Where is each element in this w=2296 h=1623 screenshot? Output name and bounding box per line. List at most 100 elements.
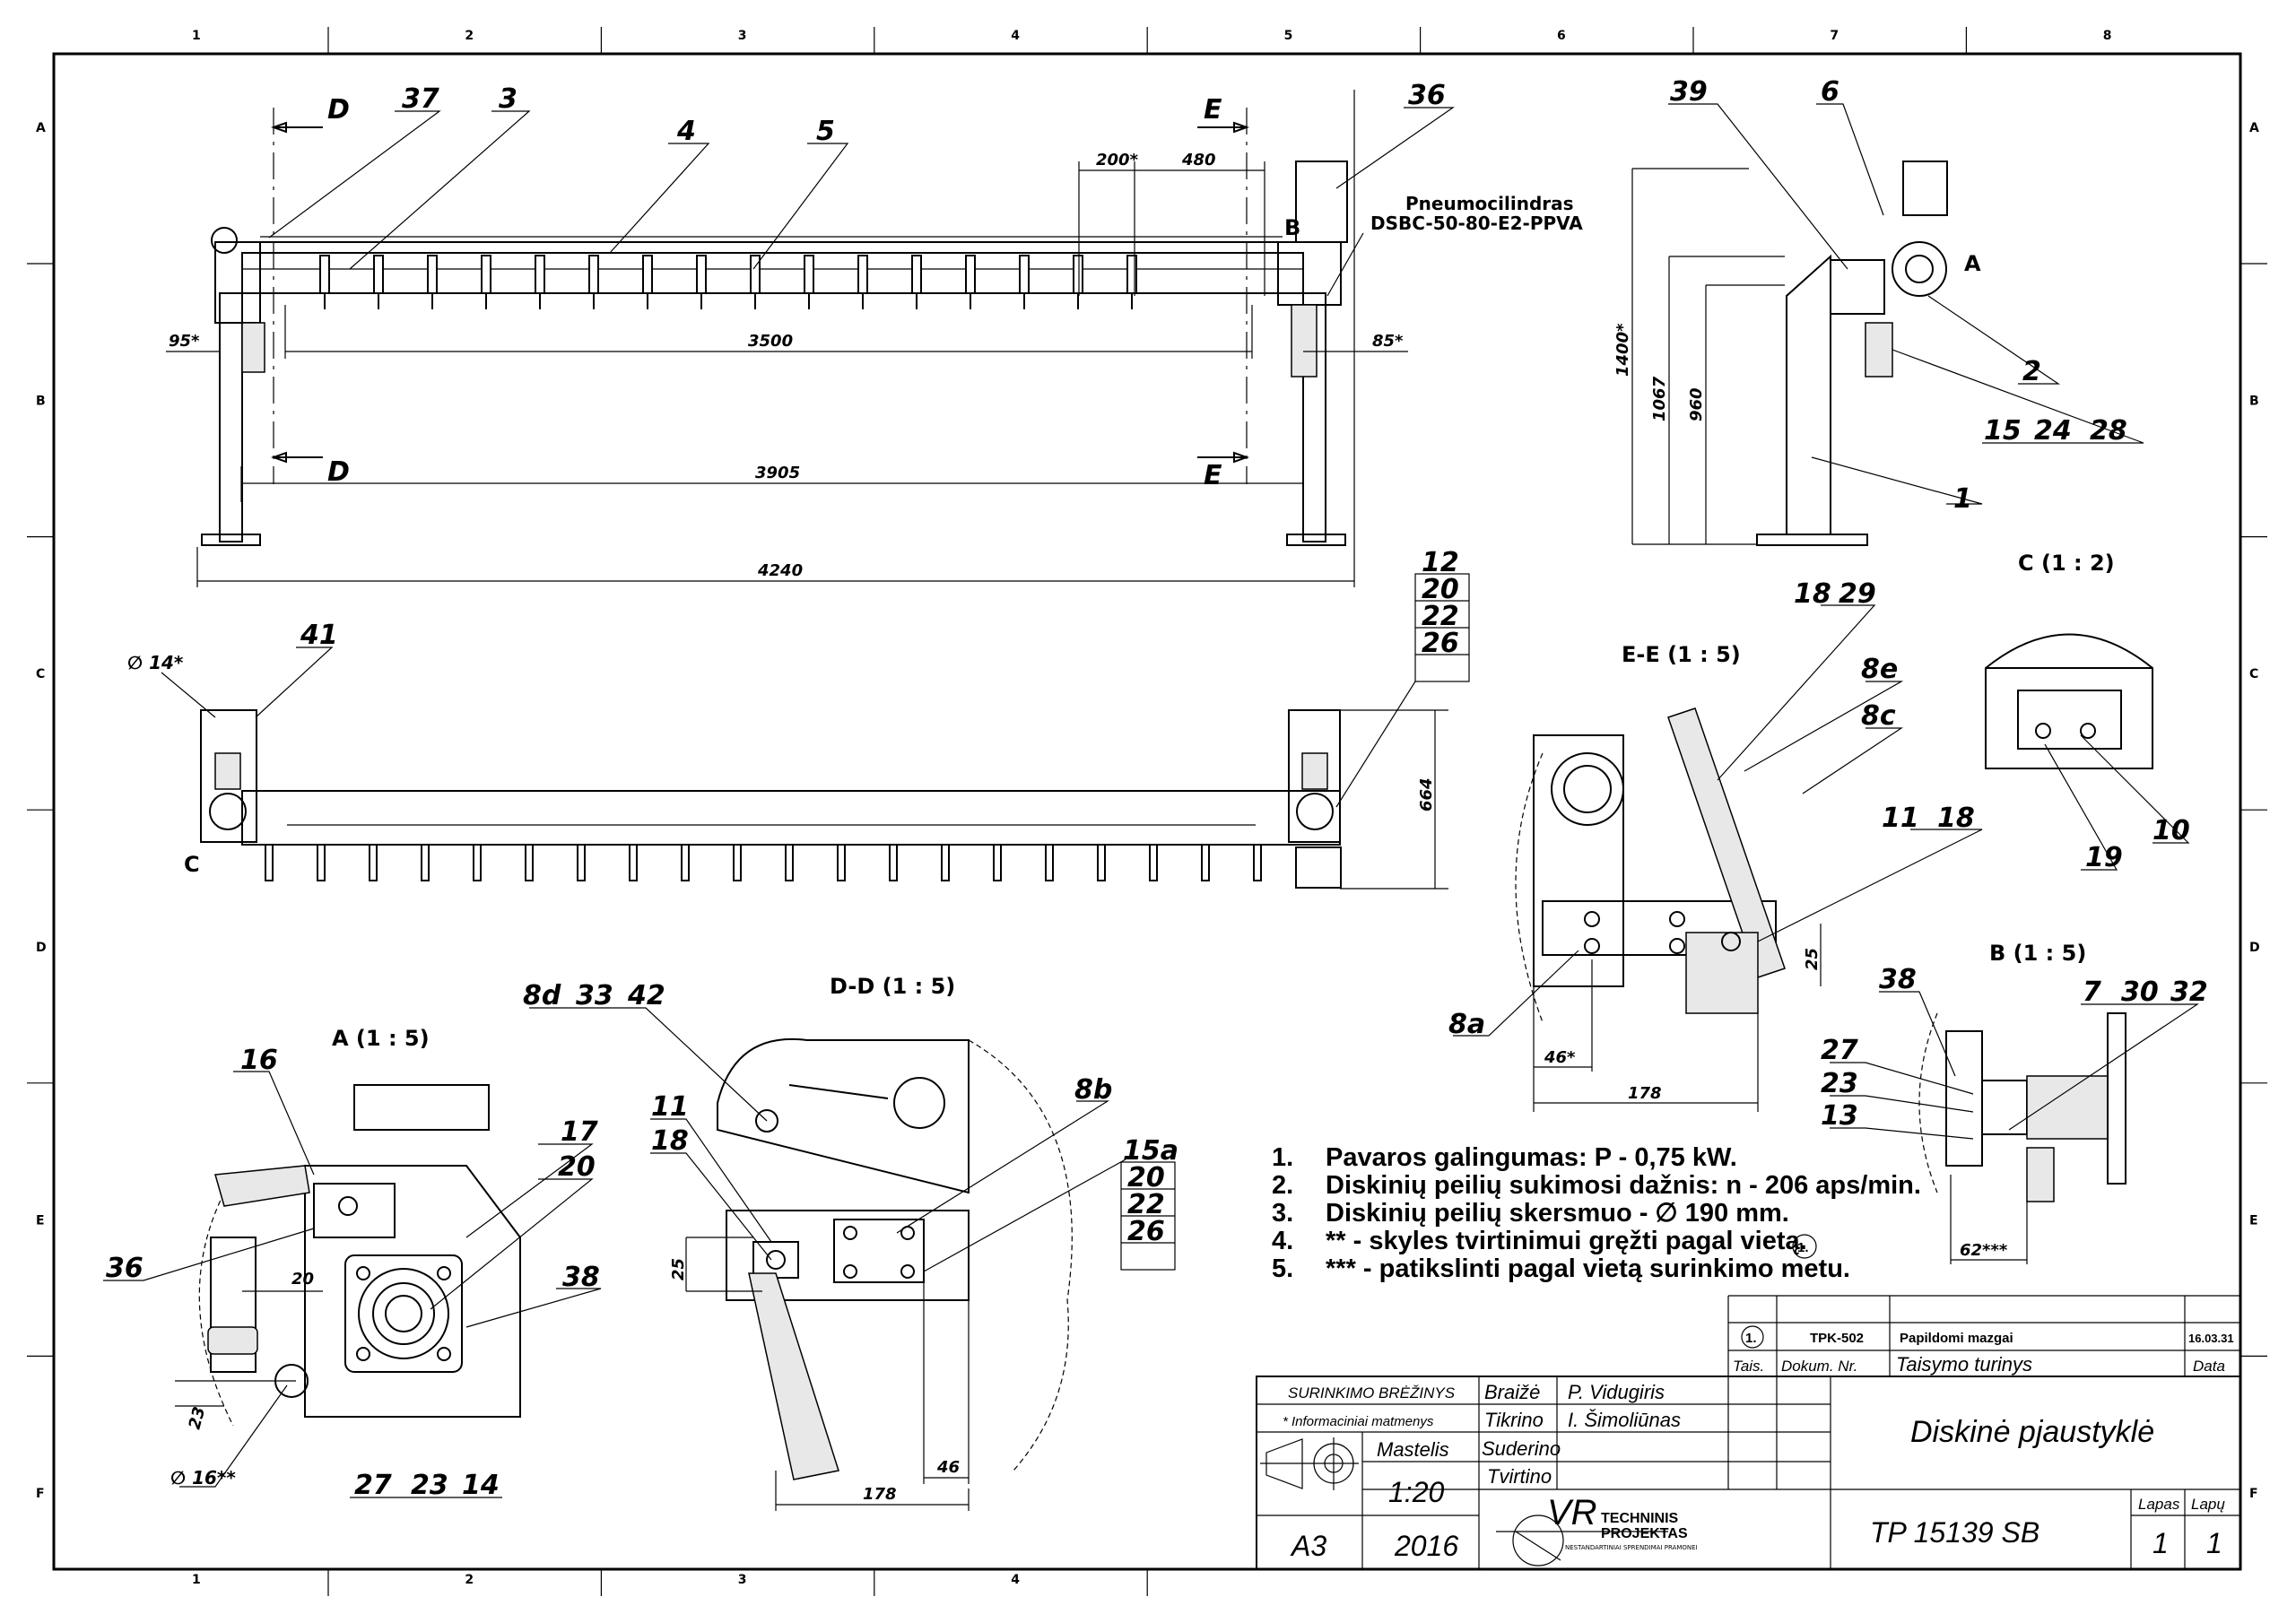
projection-symbol-icon: [1260, 1437, 1359, 1490]
knife-holder: [577, 844, 586, 881]
title-block: SURINKIMO BRĖŽINYS * Informaciniai matme…: [1256, 1376, 2241, 1570]
grid-column-label: 7: [1830, 29, 1839, 43]
part-label: 15a: [1123, 1135, 1178, 1167]
right-pneumocylinder: [1291, 304, 1318, 378]
part-label: 26: [1422, 628, 1459, 659]
revision-mark: [1792, 1234, 1817, 1259]
knife-holder: [1253, 844, 1262, 881]
dim-46: 46: [936, 1458, 960, 1477]
company-name-line1: TECHNINIS: [1601, 1511, 1679, 1526]
drawing-title: Diskinė pjaustyklė: [1910, 1415, 2154, 1449]
grid-row-label: E: [36, 1213, 45, 1228]
dim-62: 62***: [1960, 1241, 2008, 1260]
pneumocylinder: [1865, 322, 1893, 378]
document-number: TP 15139 SB: [1870, 1516, 2039, 1549]
grid-row-label: A: [2249, 121, 2259, 135]
part-label: 8b: [1074, 1074, 1112, 1106]
hole-dim: ∅ 14*: [127, 652, 184, 673]
part-stack: 12 20 22 26: [1335, 547, 1470, 808]
part-label: 30: [2121, 976, 2159, 1008]
knife-holder: [965, 255, 976, 294]
top-view: ∅ 14* 41 C 664 12 20 22 26: [127, 547, 1470, 890]
knife-holder: [421, 844, 430, 881]
grid-row-label: D: [36, 941, 47, 955]
scale-label: Mastelis: [1377, 1438, 1449, 1461]
handwheel-icon: [211, 227, 238, 254]
part-label: 33: [576, 980, 613, 1011]
sheets-label: Lapų: [2191, 1496, 2225, 1513]
part-label: 32: [2170, 976, 2208, 1008]
note-text: *** - patikslinti pagal vietą surinkimo …: [1326, 1254, 1850, 1283]
dim-25: 25: [1803, 948, 1822, 970]
grid-row-label: D: [2249, 941, 2260, 955]
side-view: 1400* 1067 960 39 6 A 2 15 24 28 1: [1613, 76, 2144, 546]
grid-column-label: 1: [192, 1573, 201, 1587]
left-leg: [219, 292, 243, 542]
column: [1786, 254, 1831, 534]
part-label: 29: [1839, 578, 1876, 610]
header-date: Data: [2193, 1358, 2225, 1375]
knife-holder: [733, 844, 742, 881]
part-label: 18: [1794, 578, 1831, 610]
grid-column-label: 6: [1557, 29, 1566, 43]
detail-a-callout: A: [1964, 251, 1981, 276]
revision-content: Papildomi mazgai: [1900, 1331, 2013, 1346]
revision-mark: 1.: [1745, 1331, 1757, 1346]
note-number: 4.: [1272, 1227, 1293, 1255]
knife-holder: [1045, 844, 1054, 881]
detail-b: B (1 : 5) 38 7 30 32 27 23 13 62***: [1821, 941, 2208, 1264]
part-label: 17: [561, 1116, 598, 1148]
pneumocylinder-model: DSBC-50-80-E2-PPVA: [1370, 213, 1583, 234]
knife-holder: [993, 844, 1002, 881]
section-e-label: E: [1204, 94, 1222, 126]
dim-664: 664: [1417, 777, 1436, 812]
part-label: 11: [651, 1091, 689, 1123]
part-label: 28: [2090, 415, 2127, 447]
section-d-label-bottom: D: [327, 456, 350, 488]
dim-4240: 4240: [757, 561, 803, 580]
knife-holder: [642, 255, 653, 294]
grid-column-label: 4: [1011, 1573, 1020, 1587]
pneumocylinder-note: Pneumocilindras: [1405, 193, 1574, 214]
knife-holder: [265, 844, 274, 881]
knife-holder: [319, 255, 330, 294]
note-text: Diskinių peilių sukimosi dažnis: n - 206…: [1326, 1171, 1921, 1200]
note-number: 2.: [1272, 1171, 1293, 1200]
knife-holder: [804, 255, 814, 294]
part-label: 36: [1408, 80, 1446, 111]
knife-holder: [1073, 255, 1083, 294]
section-e-label-bottom: E: [1204, 460, 1222, 491]
header-tais: Tais.: [1733, 1358, 1764, 1375]
part-label: 42: [627, 980, 665, 1011]
detail-c: C (1 : 2) 10 19: [1985, 551, 2190, 873]
grid-column-label: 5: [1284, 29, 1293, 43]
part-label: 23: [1821, 1068, 1858, 1099]
right-leg: [1302, 292, 1326, 542]
dim-25: 25: [669, 1258, 688, 1280]
part-label: 22: [1127, 1189, 1165, 1220]
part-label: 37: [402, 83, 439, 115]
part-label: 10: [2152, 815, 2190, 846]
part-label: 8d: [523, 980, 561, 1011]
knife-holder: [473, 844, 482, 881]
part-label: 20: [1422, 574, 1459, 605]
knife-holder: [941, 844, 950, 881]
dim-85: 85*: [1372, 332, 1404, 351]
part-label: 38: [562, 1262, 600, 1293]
logo-letters: VR: [1547, 1493, 1597, 1532]
detail-b-callout: B: [1284, 215, 1300, 240]
part-stack: 15a 20 22 26: [1120, 1135, 1178, 1271]
left-bracket: [200, 709, 257, 843]
approved-label: Tvirtino: [1487, 1465, 1552, 1488]
grid-row-label: E: [2249, 1213, 2258, 1228]
drawn-by: P. Vidugiris: [1568, 1381, 1665, 1403]
sheet-number: 1: [2152, 1527, 2169, 1559]
part-label: 15: [1984, 415, 2022, 447]
grid-column-label: 4: [1011, 29, 1020, 43]
part-label: 13: [1821, 1100, 1858, 1132]
knife-holder: [889, 844, 898, 881]
dim-20: 20: [291, 1270, 314, 1289]
section-title: E-E (1 : 5): [1622, 642, 1741, 667]
drawing-type: SURINKIMO BRĖŽINYS: [1288, 1384, 1456, 1402]
